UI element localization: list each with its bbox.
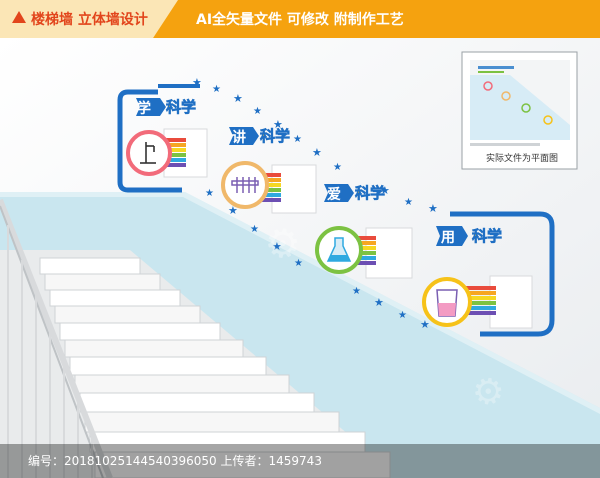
rainbow-stripes	[352, 236, 376, 265]
module-tail-text: 科学	[166, 98, 196, 116]
module-head-char: 讲	[232, 129, 246, 146]
module-tail-text: 科学	[472, 227, 502, 245]
flask-icon	[326, 237, 352, 262]
svg-text:★: ★	[212, 84, 221, 95]
svg-text:★: ★	[294, 258, 303, 269]
svg-text:★: ★	[293, 134, 302, 145]
module-love-science: 爱 科学	[315, 184, 413, 279]
svg-text:★: ★	[404, 197, 413, 208]
lab-stand-icon	[140, 142, 156, 164]
svg-text:★: ★	[233, 92, 243, 105]
svg-text:★: ★	[420, 318, 430, 331]
svg-text:★: ★	[352, 286, 361, 297]
svg-text:★: ★	[228, 204, 238, 217]
module-study-science: 学 科学	[126, 98, 208, 178]
module-head-char: 爱	[327, 187, 341, 203]
module-head-char: 学	[137, 100, 151, 117]
stairwell-scene: ★ ★ ★ ★ ★ ★ ★ ★ ★ ★ ★ ★ ★ ★ ★ ★ ★ ★ ★ ★	[0, 38, 600, 478]
svg-text:★: ★	[428, 202, 438, 215]
svg-text:★: ★	[272, 240, 282, 253]
test-tubes-icon	[231, 177, 259, 193]
flat-plan-thumbnail	[461, 51, 578, 170]
footer-info: 编号：20181025144540396050 上传者：1459743	[28, 454, 322, 468]
banner-features: AI全矢量文件 可修改 附制作工艺	[196, 12, 404, 28]
banner-title: 楼梯墙 立体墙设计	[31, 12, 148, 28]
thumbnail-caption: 实际文件为平面图	[486, 154, 559, 164]
footer-bar: 编号：20181025144540396050 上传者：1459743	[0, 444, 600, 478]
frame-bracket-left	[117, 89, 182, 193]
module-head-char: 用	[441, 230, 455, 246]
banner-left-panel	[0, 0, 178, 38]
module-talk-science: 讲 科学	[221, 127, 317, 214]
svg-text:★: ★	[273, 118, 283, 131]
svg-text:★: ★	[250, 224, 259, 235]
svg-text:★: ★	[205, 188, 214, 199]
frame-bracket-right	[450, 211, 555, 337]
decorative-stars: ★ ★ ★ ★ ★ ★ ★ ★ ★ ★ ★ ★ ★ ★ ★ ★ ★ ★ ★ ★	[192, 76, 438, 331]
svg-text:★: ★	[253, 106, 262, 117]
module-tail-text: 科学	[260, 127, 290, 145]
warning-triangle-icon	[12, 11, 26, 23]
beaker-icon	[436, 289, 458, 317]
svg-text:★: ★	[380, 184, 390, 197]
rainbow-stripes	[466, 286, 496, 315]
stair-railing	[0, 198, 113, 478]
svg-text:★: ★	[374, 296, 384, 309]
svg-text:★: ★	[398, 310, 407, 321]
module-tail-text: 科学	[355, 184, 385, 202]
svg-text:★: ★	[312, 146, 322, 159]
svg-text:★: ★	[333, 162, 342, 173]
module-use-science: 用 科学	[422, 226, 533, 329]
svg-text:★: ★	[192, 76, 202, 89]
